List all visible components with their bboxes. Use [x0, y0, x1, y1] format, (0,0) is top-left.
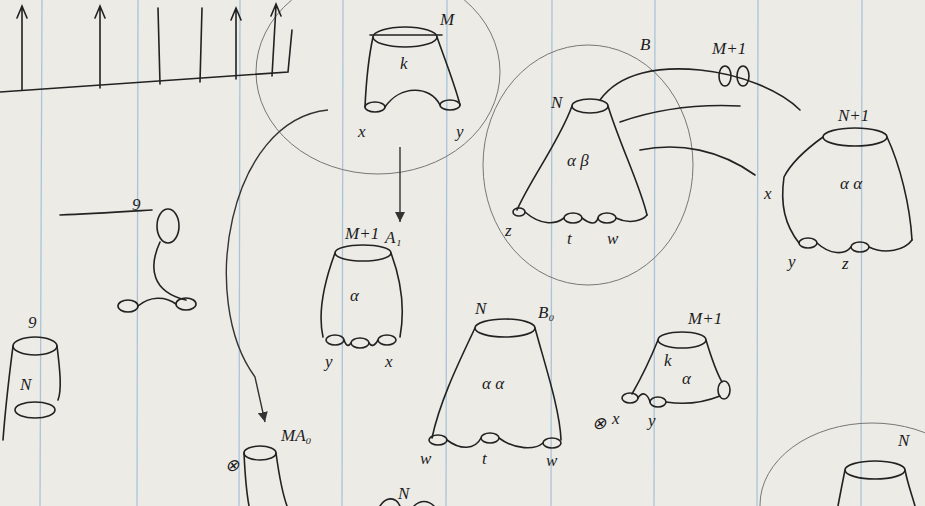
sketch-label: ⊗ — [592, 415, 606, 434]
sketch-label: N — [898, 432, 909, 451]
figure-label: α α — [840, 175, 862, 194]
surface-outline — [305, 225, 415, 375]
sketch-label: 9 — [28, 314, 37, 333]
figure-label: z — [842, 255, 849, 274]
figure-label: y — [648, 412, 656, 431]
sketch-label: M+1 — [712, 40, 746, 59]
surface-figure: M+1 kα x y — [610, 310, 735, 432]
surface-outline — [610, 310, 735, 432]
figure-label: N — [551, 94, 562, 113]
figure-label: M — [440, 11, 454, 30]
surface-figure: Nα β z t w — [505, 90, 655, 270]
figure-label: y — [456, 123, 464, 142]
figure-label: t — [482, 450, 487, 469]
arrow-connector — [226, 110, 328, 422]
arrow-connector — [399, 147, 400, 222]
surface-figure: M+1 A₁ α y x — [305, 225, 415, 375]
figure-label: z — [505, 222, 512, 241]
grouping-circles — [256, 0, 925, 506]
figure-label: N+1 — [838, 107, 869, 126]
figure-label: ⊗ — [225, 457, 239, 476]
ruled-lines — [40, 0, 862, 506]
figure-label: MA₀ — [281, 427, 311, 446]
sketch-label: N — [398, 485, 409, 504]
figure-label: w — [420, 450, 431, 469]
surface-figure: N B₀ α α w t w — [420, 300, 570, 475]
figure-label: α — [682, 370, 691, 389]
figure-label: N — [475, 300, 486, 319]
surface-figure: Mk x y — [330, 5, 480, 145]
ink-strokes — [0, 4, 915, 506]
sketch-label: 9 — [132, 196, 141, 215]
figure-label: w — [546, 452, 557, 471]
surface-outline — [505, 90, 655, 270]
sketch-label: N — [20, 376, 31, 395]
figure-label: α α — [482, 375, 504, 394]
figure-label: x — [612, 410, 620, 429]
surface-figure: N+1 α α x y z — [760, 105, 920, 280]
figure-label: x — [385, 353, 393, 372]
figure-label: α β — [567, 152, 589, 171]
sketch-label: B — [640, 36, 650, 55]
figure-label: t — [567, 230, 572, 249]
figure-label: x — [358, 123, 366, 142]
figure-label: M+1 — [345, 225, 379, 244]
figure-label: k — [400, 55, 408, 74]
figure-label: A₁ — [385, 229, 401, 248]
surface-figure: MA₀ ⊗ — [225, 425, 325, 506]
figure-label: x — [764, 185, 772, 204]
figure-label: α — [350, 287, 359, 306]
figure-label: B₀ — [538, 304, 554, 323]
figure-label: y — [325, 353, 333, 372]
figure-label: y — [788, 253, 796, 272]
figure-label: k — [664, 352, 672, 371]
figure-label: w — [607, 230, 618, 249]
figure-label: M+1 — [688, 310, 722, 329]
